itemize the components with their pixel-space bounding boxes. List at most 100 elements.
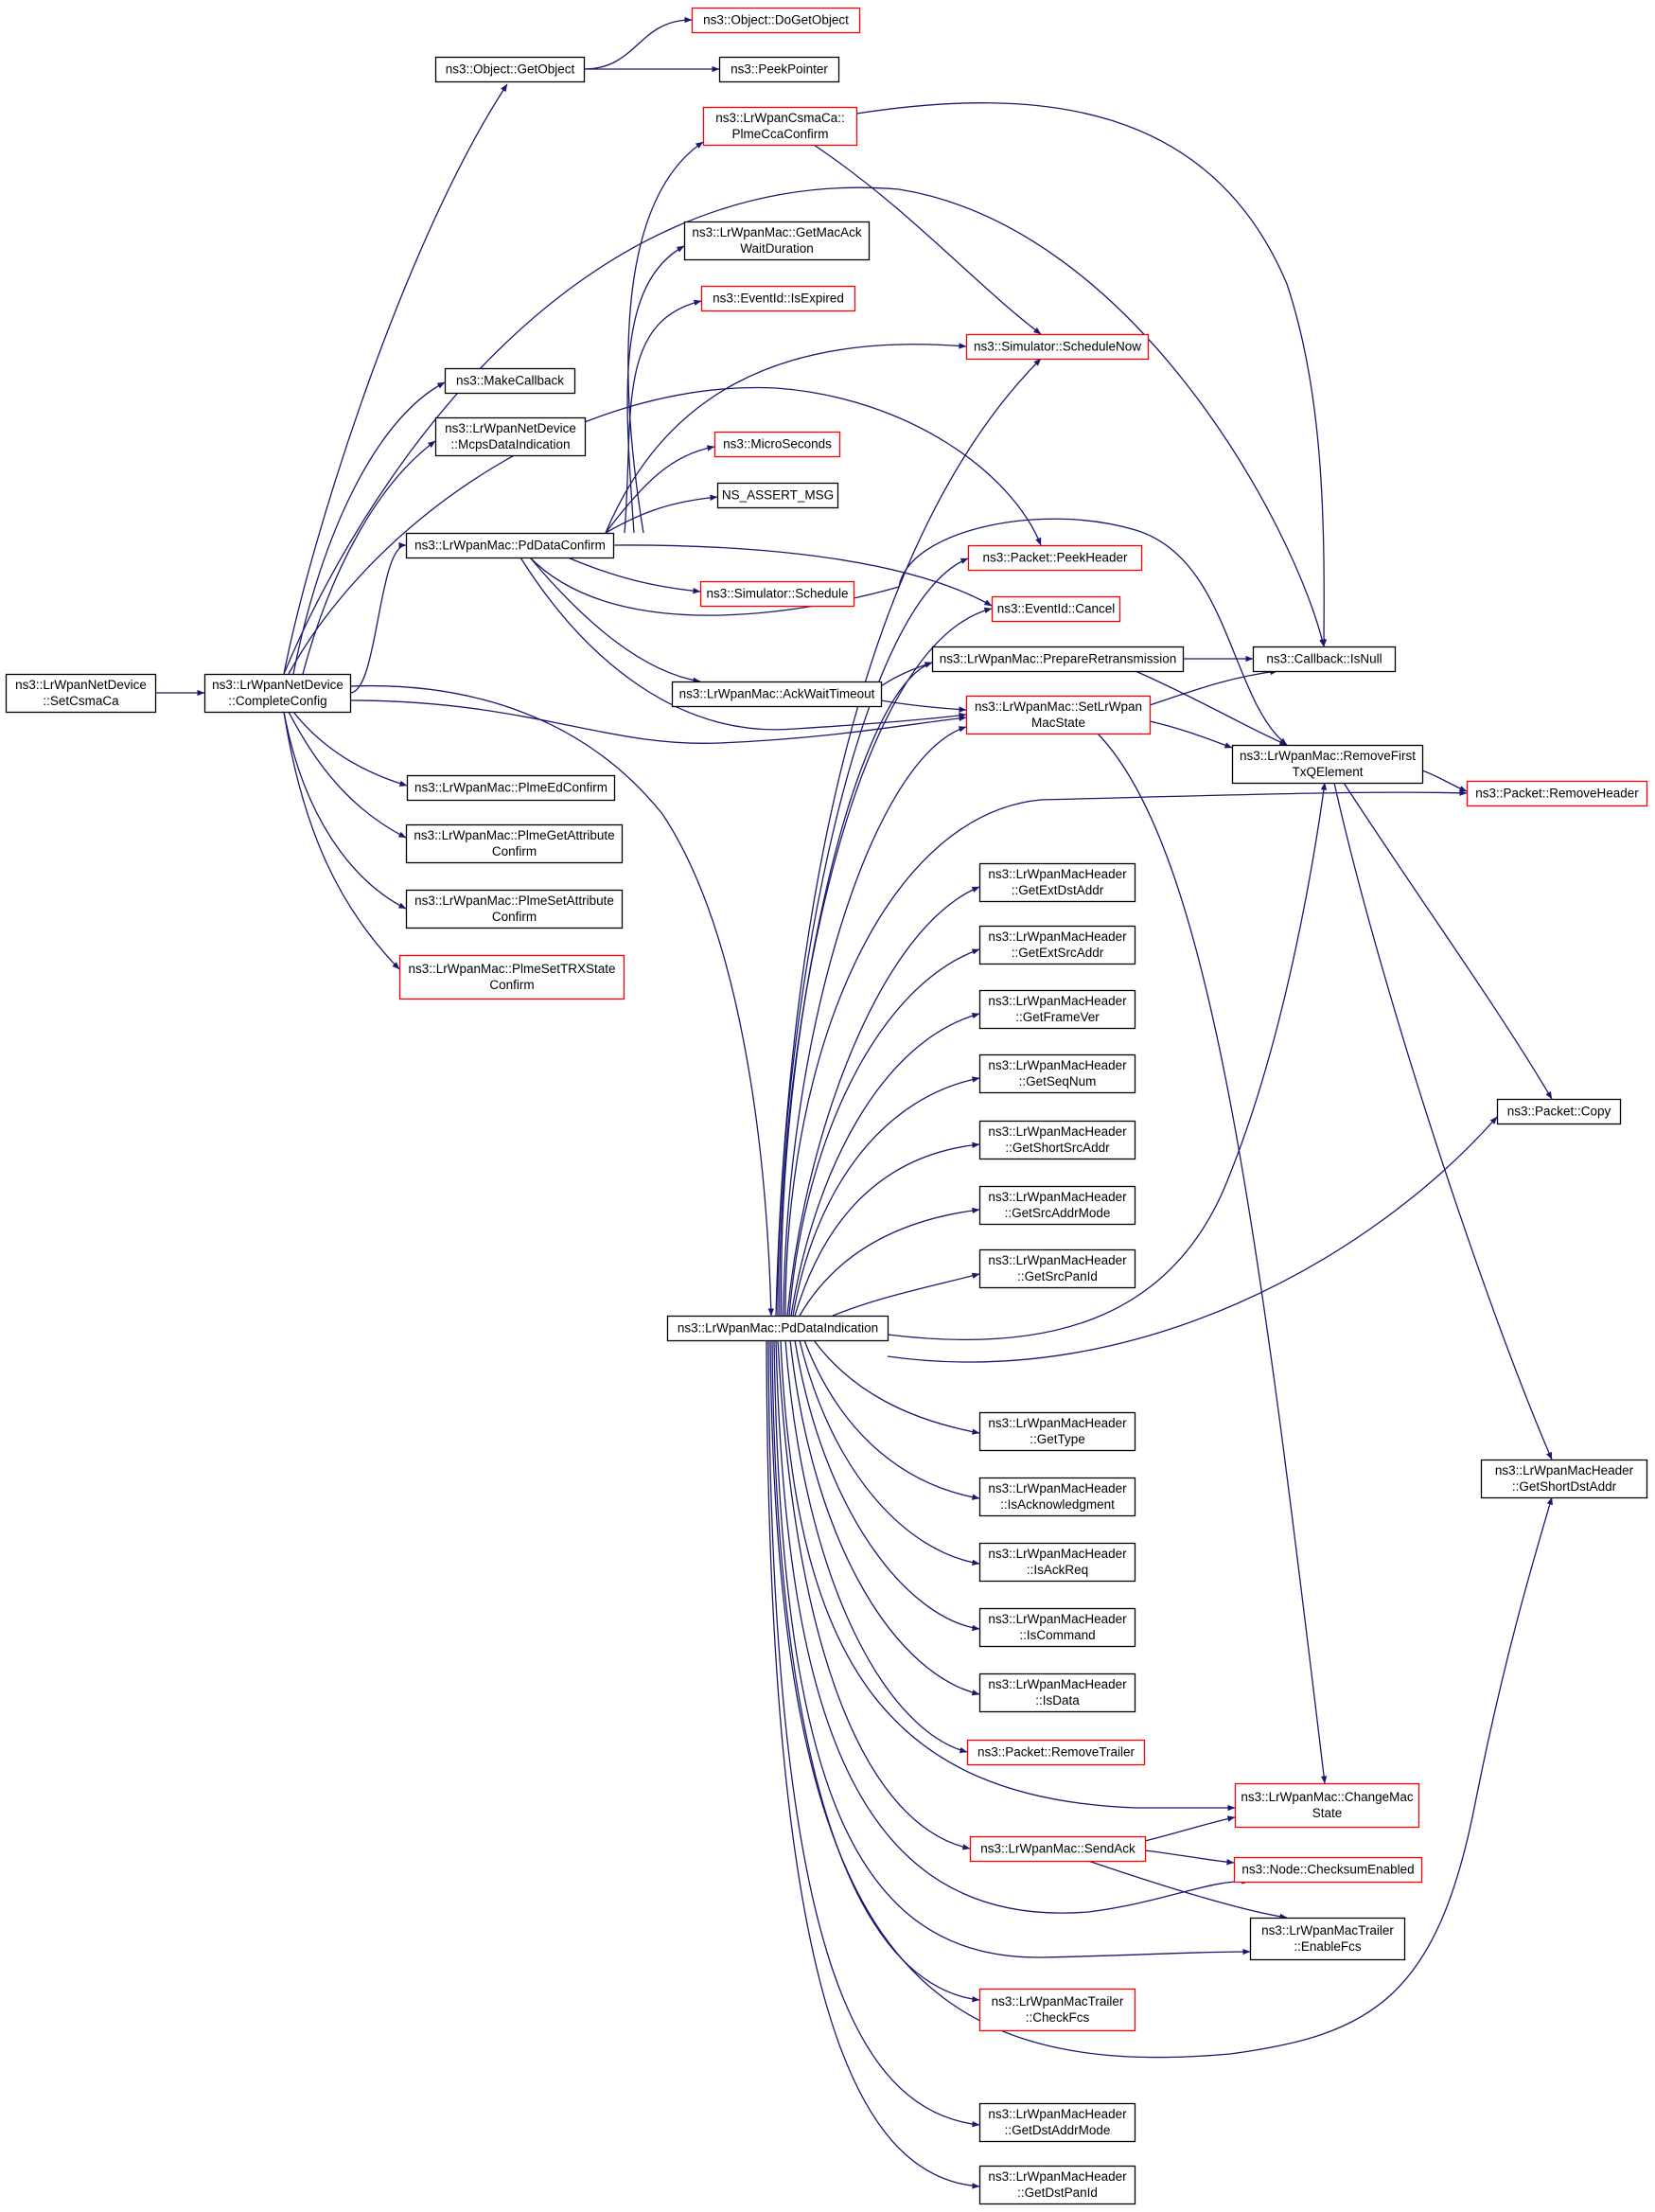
node-label: ns3::LrWpanMacHeader — [1495, 1463, 1634, 1478]
node-enablefcs[interactable]: ns3::LrWpanMacTrailer::EnableFcs — [1249, 1917, 1406, 1961]
node-removetrailer[interactable]: ns3::Packet::RemoveTrailer — [966, 1739, 1146, 1766]
edge-pddataind-to-peekheader — [777, 557, 969, 1317]
node-makecallback[interactable]: ns3::MakeCallback — [444, 367, 576, 395]
node-box — [931, 646, 1185, 673]
node-dogetobject[interactable]: ns3::Object::DoGetObject — [691, 7, 861, 34]
edge-pddataind-to-isackreq — [799, 1339, 980, 1566]
node-label: ns3::LrWpanMac::AckWaitTimeout — [679, 687, 875, 701]
node-label: ::IsCommand — [1019, 1628, 1095, 1642]
node-label: ns3::Node::ChecksumEnabled — [1241, 1863, 1414, 1877]
node-iscommand[interactable]: ns3::LrWpanMacHeader::IsCommand — [978, 1607, 1136, 1648]
node-label: ns3::Object::GetObject — [446, 62, 575, 77]
node-box — [978, 1053, 1136, 1094]
edge-pddataconfirm-to-setlrwpanmacstate — [519, 557, 967, 731]
node-copy[interactable]: ns3::Packet::Copy — [1496, 1098, 1622, 1125]
node-box — [683, 221, 871, 261]
node-label: ::GetExtSrcAddr — [1012, 946, 1104, 960]
node-label: ::GetFrameVer — [1015, 1010, 1100, 1024]
node-label: ns3::LrWpanMac::ChangeMac — [1241, 1790, 1414, 1804]
node-checksum[interactable]: ns3::Node::ChecksumEnabled — [1233, 1856, 1423, 1884]
node-pddataind[interactable]: ns3::LrWpanMac::PdDataIndication — [666, 1315, 889, 1342]
edge-completeconfig-to-getobject — [283, 83, 508, 675]
node-getsrcpanid[interactable]: ns3::LrWpanMacHeader::GetSrcPanId — [978, 1248, 1136, 1289]
node-isnull[interactable]: ns3::Callback::IsNull — [1252, 646, 1397, 673]
node-isackreq[interactable]: ns3::LrWpanMacHeader::IsAckReq — [978, 1542, 1136, 1583]
node-box — [978, 2165, 1136, 2205]
node-getsrcaddrmode[interactable]: ns3::LrWpanMacHeader::GetSrcAddrMode — [978, 1185, 1136, 1226]
node-label: ns3::LrWpanMacHeader — [988, 1190, 1127, 1204]
node-getframever[interactable]: ns3::LrWpanMacHeader::GetFrameVer — [978, 989, 1136, 1030]
node-plmeccaconfirm[interactable]: ns3::LrWpanCsmaCa::PlmeCcaConfirm — [702, 106, 858, 147]
node-box — [716, 482, 839, 509]
node-label: ns3::LrWpanMacHeader — [988, 1124, 1127, 1139]
node-getextdst[interactable]: ns3::LrWpanMacHeader::GetExtDstAddr — [978, 862, 1136, 903]
edge-pddataind-to-getextsrc — [788, 948, 980, 1317]
node-label: ::GetSrcAddrMode — [1005, 1206, 1111, 1220]
edge-completeconfig-to-plmeedconfirm — [292, 711, 408, 787]
edge-pddataind-to-gettype — [813, 1339, 980, 1435]
edge-pddataconfirm-to-schedulenow — [605, 343, 967, 534]
node-label: ns3::LrWpanMac::SendAck — [980, 1842, 1136, 1856]
node-getdstaddrmode[interactable]: ns3::LrWpanMacHeader::GetDstAddrMode — [978, 2102, 1136, 2143]
edge-setlrwpanmacstate-to-removefirst — [1149, 720, 1233, 749]
node-box — [978, 1542, 1136, 1583]
node-box — [5, 673, 157, 714]
node-label: ns3::Callback::IsNull — [1266, 652, 1382, 666]
node-ackwaittimeout[interactable]: ns3::LrWpanMac::AckWaitTimeout — [671, 681, 883, 708]
node-label: ::IsAckReq — [1027, 1563, 1088, 1577]
node-pddataconfirm[interactable]: ns3::LrWpanMac::PdDataConfirm — [405, 532, 615, 559]
node-removeheader[interactable]: ns3::Packet::RemoveHeader — [1466, 780, 1648, 807]
node-completeconfig[interactable]: ns3::LrWpanNetDevice::CompleteConfig — [203, 673, 352, 714]
edge-pddataind-to-getshortdst — [769, 1339, 1553, 2059]
node-box — [978, 925, 1136, 965]
node-isdata[interactable]: ns3::LrWpanMacHeader::IsData — [978, 1672, 1136, 1713]
node-getextsrc[interactable]: ns3::LrWpanMacHeader::GetExtSrcAddr — [978, 925, 1136, 965]
node-label: ns3::EventId::Cancel — [997, 602, 1116, 616]
node-label: ::GetDstPanId — [1017, 2185, 1098, 2200]
node-nsassert[interactable]: NS_ASSERT_MSG — [716, 482, 839, 509]
node-schedulenow[interactable]: ns3::Simulator::ScheduleNow — [965, 333, 1150, 361]
node-label: ns3::LrWpanMac::PrepareRetransmission — [940, 652, 1177, 666]
node-label: ns3::Object::DoGetObject — [703, 13, 849, 27]
node-box — [967, 544, 1143, 572]
edge-removefirst-to-removeheader — [1421, 770, 1468, 792]
node-getshortdst[interactable]: ns3::LrWpanMacHeader::GetShortDstAddr — [1480, 1459, 1648, 1499]
node-setcsmaca[interactable]: ns3::LrWpanNetDevice::SetCsmaCa — [5, 673, 157, 714]
node-isack[interactable]: ns3::LrWpanMacHeader::IsAcknowledgment — [978, 1477, 1136, 1517]
edge-completeconfig-to-pddataind — [349, 684, 774, 1317]
node-label: ns3::Packet::Copy — [1507, 1105, 1611, 1119]
node-cancel[interactable]: ns3::EventId::Cancel — [991, 595, 1121, 623]
edge-pddataind-to-getsrcaddrmode — [799, 1207, 980, 1317]
node-peekheader[interactable]: ns3::Packet::PeekHeader — [967, 544, 1143, 572]
node-microseconds[interactable]: ns3::MicroSeconds — [713, 431, 841, 458]
node-label: ns3::LrWpanNetDevice — [212, 678, 343, 692]
edge-completeconfig-to-pddataconfirm — [349, 541, 407, 694]
node-isexpired[interactable]: ns3::EventId::IsExpired — [700, 285, 856, 312]
node-label: ns3::Packet::RemoveTrailer — [977, 1745, 1136, 1760]
node-getshortsrc[interactable]: ns3::LrWpanMacHeader::GetShortSrcAddr — [978, 1120, 1136, 1160]
node-box — [965, 333, 1150, 361]
node-prepareretrans[interactable]: ns3::LrWpanMac::PrepareRetransmission — [931, 646, 1185, 673]
node-checkfcs[interactable]: ns3::LrWpanMacTrailer::CheckFcs — [978, 1988, 1136, 2032]
edge-completeconfig-to-isnull — [283, 186, 1326, 675]
node-plmeedconfirm[interactable]: ns3::LrWpanMac::PlmeEdConfirm — [406, 774, 616, 802]
node-box — [691, 7, 861, 34]
node-schedule[interactable]: ns3::Simulator::Schedule — [699, 580, 855, 608]
node-getdstpanid[interactable]: ns3::LrWpanMacHeader::GetDstPanId — [978, 2165, 1136, 2205]
node-sendack[interactable]: ns3::LrWpanMac::SendAck — [969, 1835, 1147, 1863]
edge-pddataind-to-getshortsrc — [794, 1141, 980, 1317]
node-gettype[interactable]: ns3::LrWpanMacHeader::GetType — [978, 1411, 1136, 1452]
node-getseqnum[interactable]: ns3::LrWpanMacHeader::GetSeqNum — [978, 1053, 1136, 1094]
node-getobject[interactable]: ns3::Object::GetObject — [434, 56, 586, 83]
node-label: PlmeCcaConfirm — [731, 127, 828, 141]
node-mcpsdataind[interactable]: ns3::LrWpanNetDevice::McpsDataIndication — [434, 416, 587, 457]
node-peekpointer[interactable]: ns3::PeekPointer — [718, 56, 840, 83]
edge-completeconfig-to-mcpsdataind — [302, 440, 436, 675]
